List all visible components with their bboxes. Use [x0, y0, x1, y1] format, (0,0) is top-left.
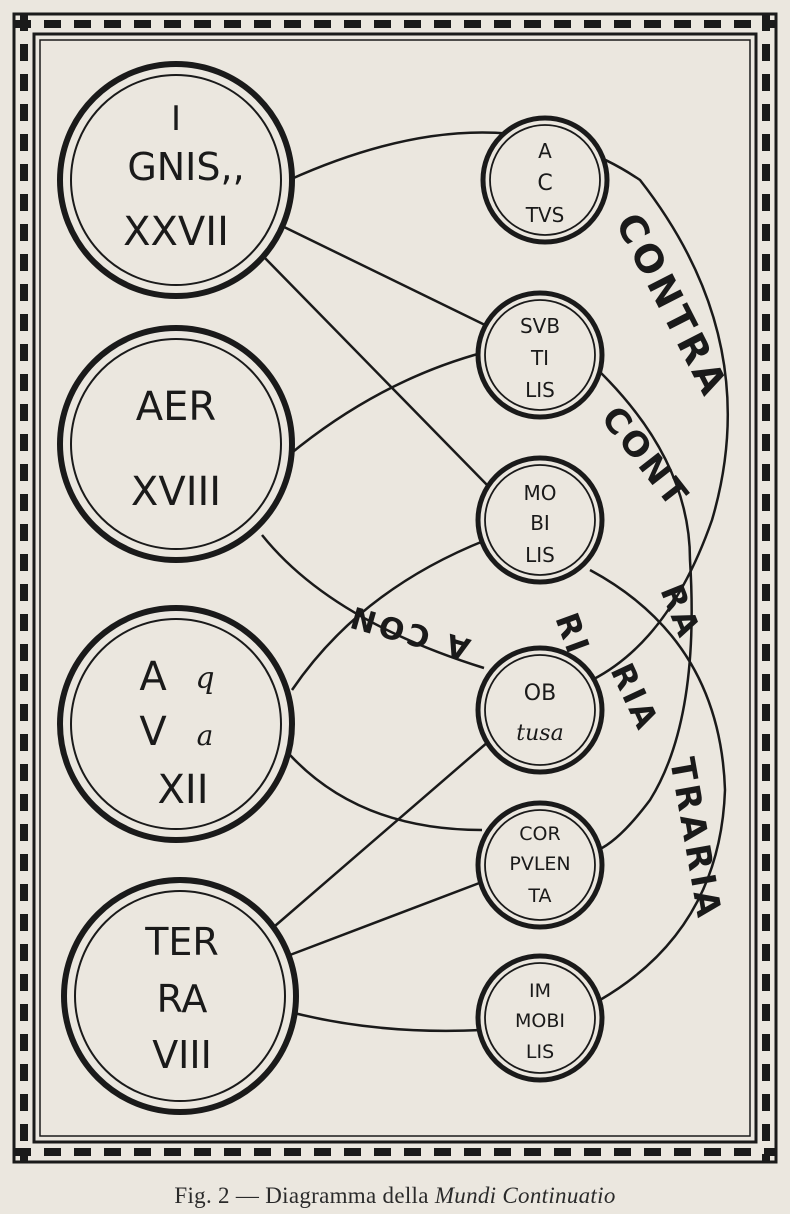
element-circle-aer: AER XVIII	[57, 325, 295, 563]
connector-lines	[261, 223, 497, 960]
aqva-small-q: q	[195, 661, 214, 696]
arc-label-contra: CONTRA	[607, 206, 737, 405]
subtilis-line-1: SVB	[520, 314, 560, 338]
frame-border	[12, 12, 778, 1164]
line-terra-obtusa	[267, 734, 497, 933]
element-circle-aqva: A q V a XII	[57, 605, 295, 843]
arc-subtilis-aer	[288, 350, 486, 456]
ignis-line-1: I	[171, 99, 181, 139]
actus-line-3: TVS	[525, 203, 565, 227]
ignis-line-3: XXVII	[123, 209, 229, 255]
corpulenta-line-2: PVLEN	[509, 853, 570, 875]
element-circle-ignis: I GNIS,, XXVII	[57, 61, 295, 299]
mundi-continuatio-diagram: CONTRA CONT RI A CON RA RIA TRARIA I GNI…	[12, 12, 778, 1164]
mobilis-line-1: MO	[524, 481, 557, 505]
quality-circle-subtilis: SVB TI LIS	[475, 290, 605, 420]
obtusa-line-1: OB	[524, 681, 556, 706]
aqva-line-1: A	[139, 654, 167, 700]
arc-aqva-corpulenta	[289, 754, 483, 832]
quality-circle-corpulenta: COR PVLEN TA	[475, 800, 605, 930]
arc-aer-obtusa	[261, 534, 485, 670]
quality-circle-actus: A C TVS	[480, 115, 610, 245]
quality-circle-immobilis: IM MOBI LIS	[475, 953, 605, 1083]
line-terra-corpulenta	[281, 880, 483, 960]
actus-line-1: A	[538, 139, 552, 163]
mobilis-line-3: LIS	[525, 543, 555, 567]
quality-circle-obtusa: OB tusa	[475, 645, 605, 775]
caption-italic-title: Mundi Continuatio	[434, 1183, 616, 1208]
connector-arcs	[261, 131, 730, 1033]
arc-label-ria: RIA	[603, 657, 667, 737]
terra-line-2: RA	[157, 977, 208, 1021]
subtilis-line-2: TI	[530, 346, 549, 370]
aer-line-2: XVIII	[131, 469, 221, 515]
arc-contra	[288, 131, 730, 682]
element-circle-terra: TER RA VIII	[61, 877, 299, 1115]
figure-caption: Fig. 2 — Diagramma della Mundi Continuat…	[0, 1183, 790, 1209]
aqva-line-2: V	[139, 709, 167, 755]
terra-line-3: VIII	[152, 1033, 212, 1077]
caption-prefix: Fig. 2 — Diagramma della	[174, 1183, 435, 1208]
arc-terra-immobilis	[289, 1010, 483, 1033]
arc-label-a-con: A CON	[343, 597, 474, 665]
corpulenta-line-3: TA	[527, 885, 551, 907]
obtusa-line-2: tusa	[516, 721, 563, 746]
aqva-small-a: a	[197, 719, 214, 752]
immobilis-line-3: LIS	[526, 1041, 554, 1063]
arc-label-cont: CONT	[593, 399, 697, 516]
line-ignis-subtilis	[279, 223, 486, 327]
quality-circle-mobilis: MO BI LIS	[475, 455, 605, 585]
ignis-line-2: GNIS,,	[127, 145, 244, 189]
corpulenta-line-1: COR	[519, 823, 560, 845]
line-ignis-mobilis	[261, 254, 491, 489]
subtilis-line-3: LIS	[525, 378, 555, 402]
mobilis-line-2: BI	[530, 511, 550, 535]
aer-line-1: AER	[136, 384, 216, 430]
arc-label-ra: RA	[653, 579, 709, 645]
terra-line-1: TER	[144, 920, 219, 964]
actus-line-2: C	[537, 171, 552, 196]
immobilis-line-1: IM	[529, 980, 551, 1002]
arc-mobilis-aqva	[290, 538, 487, 691]
arc-mobilis-immobilis	[589, 568, 727, 1002]
arc-contraria	[597, 369, 693, 852]
immobilis-line-2: MOBI	[515, 1010, 565, 1032]
aqva-line-3: XII	[158, 767, 209, 813]
